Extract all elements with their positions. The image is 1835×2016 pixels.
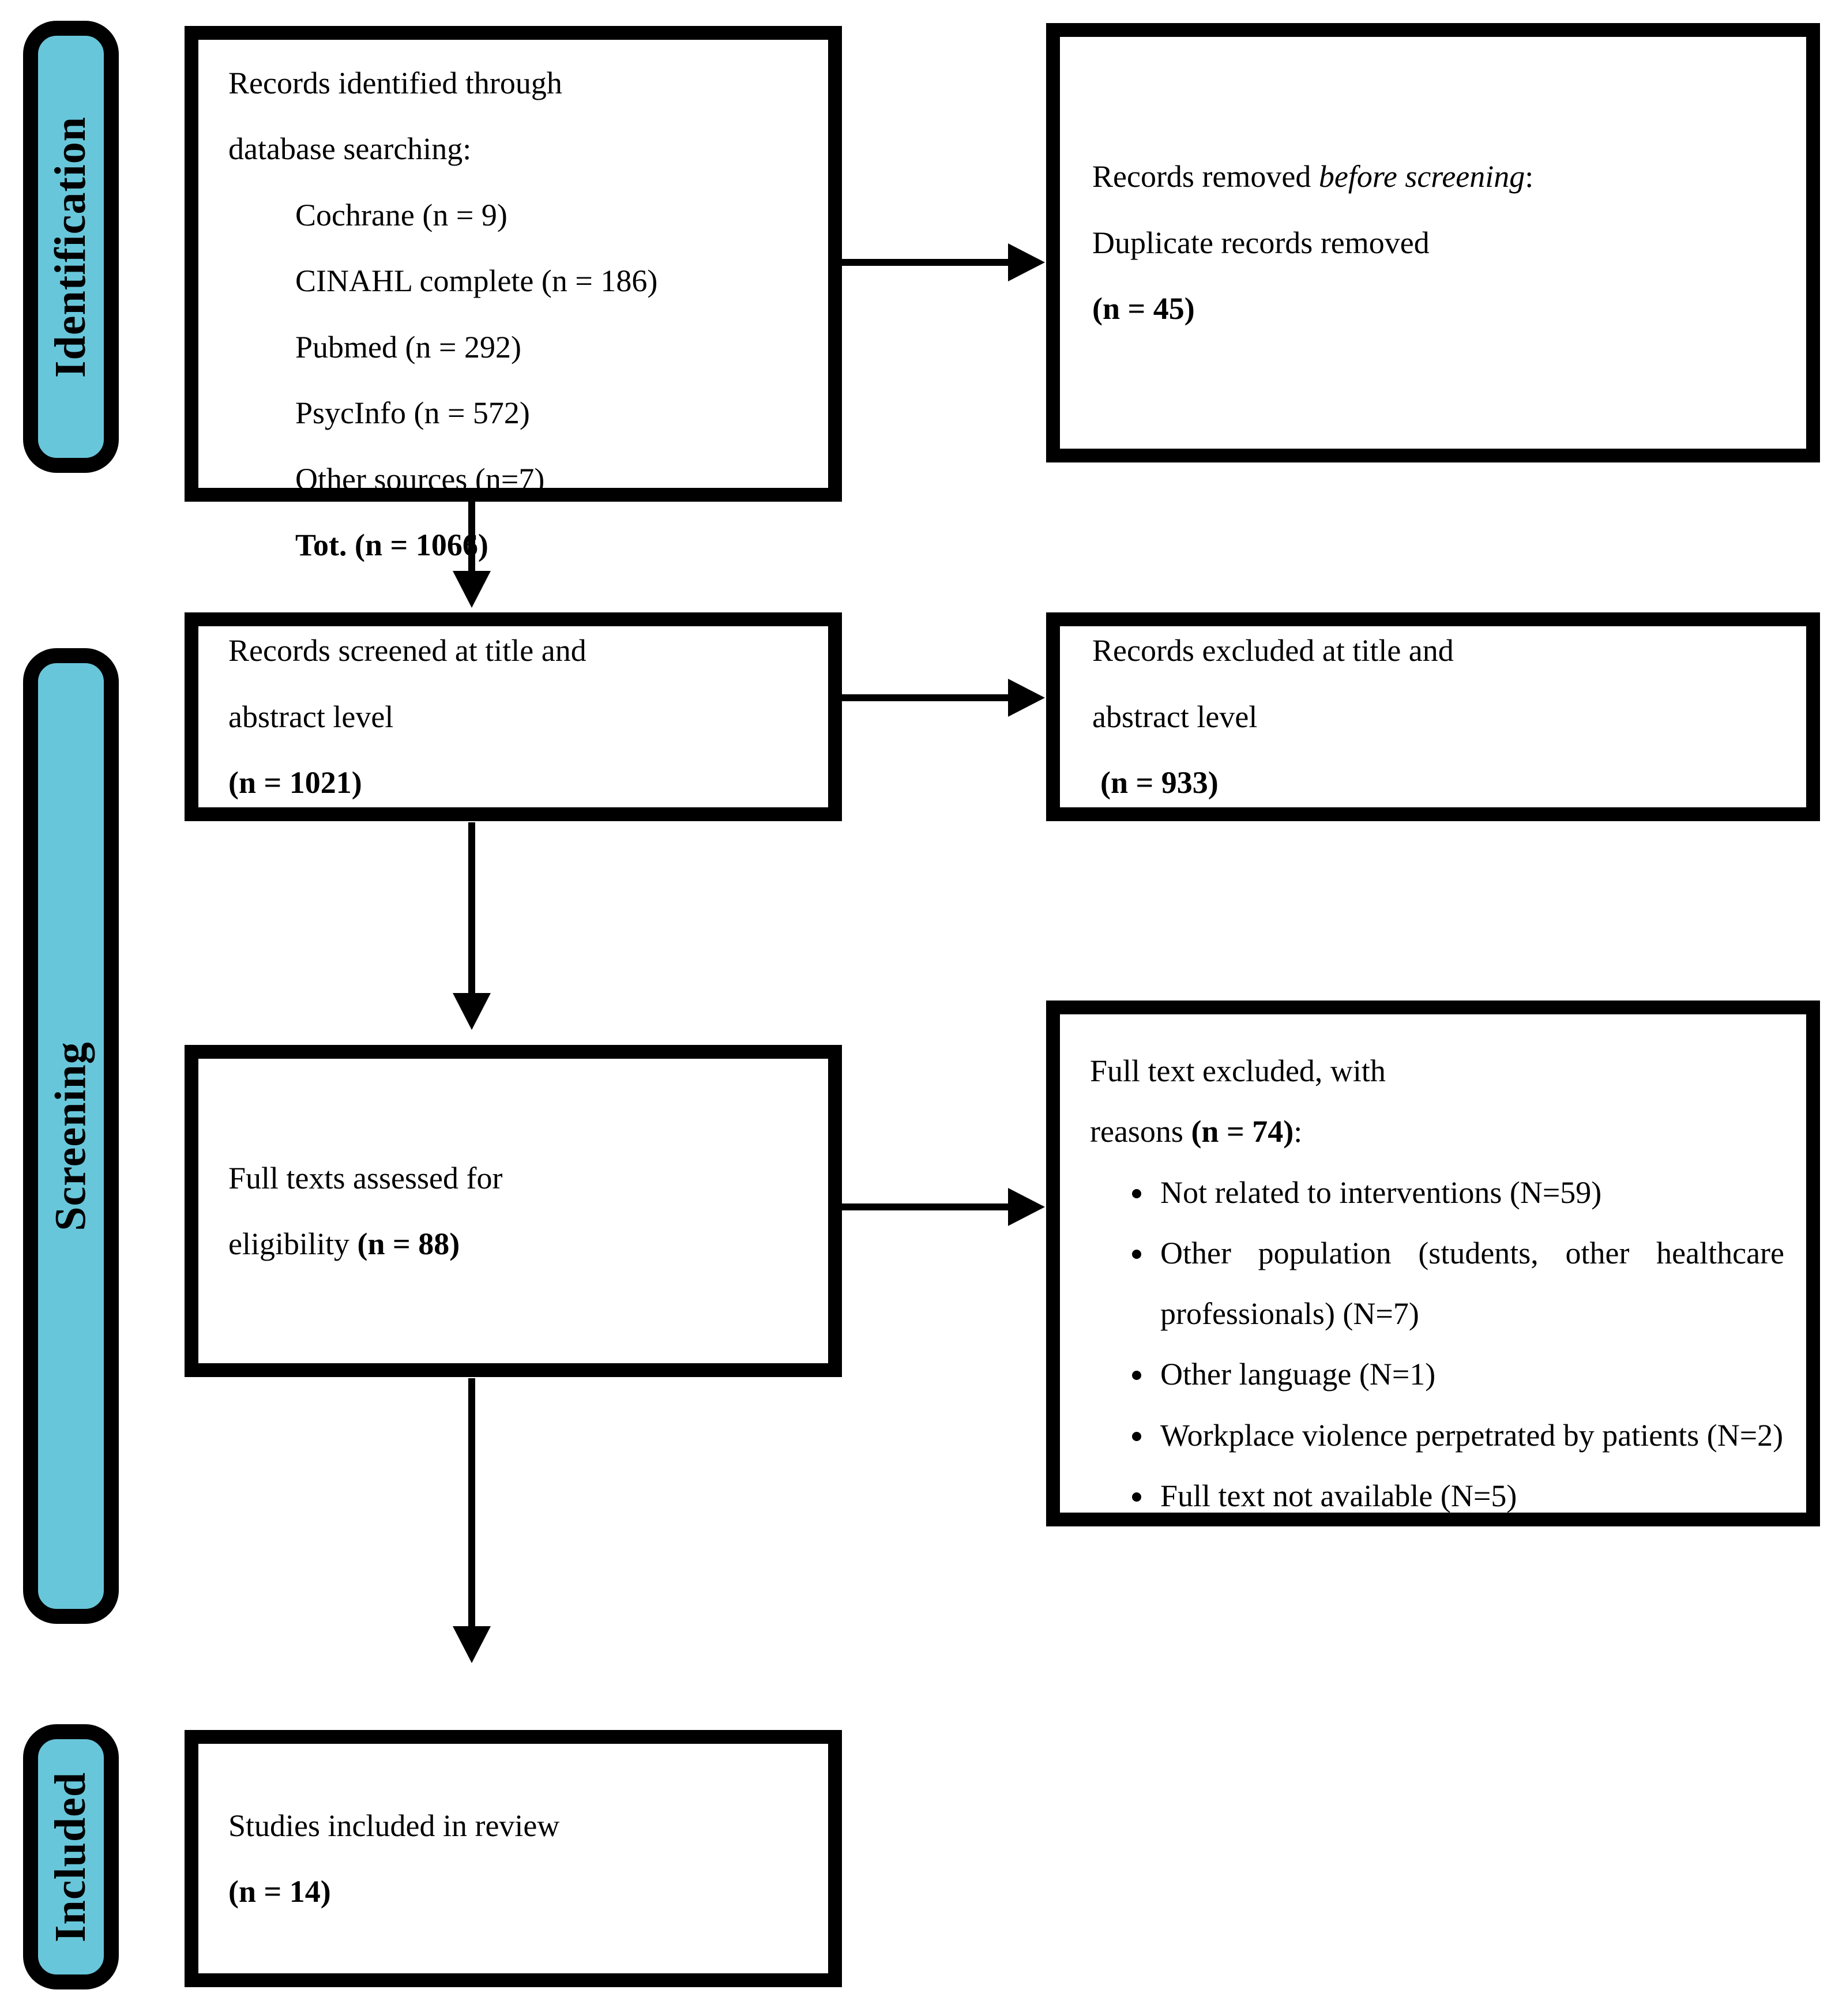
arrow-stem bbox=[842, 1203, 1008, 1210]
box-full-text-excluded: Full text excluded, with reasons (n = 74… bbox=[1046, 1001, 1820, 1526]
records-removed-line1: Records removed before screening: bbox=[1092, 144, 1783, 209]
stage-identification-label: Identification bbox=[46, 116, 95, 378]
records-excluded-count: (n = 933) bbox=[1100, 765, 1219, 800]
exclusion-reason-item: Other language (N=1) bbox=[1155, 1344, 1784, 1405]
full-texts-count: (n = 88) bbox=[357, 1227, 460, 1261]
source-psycinfo: PsycInfo (n = 572) bbox=[295, 396, 530, 431]
full-texts-line1: Full texts assessed for bbox=[228, 1160, 503, 1195]
stage-included: Included bbox=[23, 1724, 119, 1989]
full-texts-line2: eligibility (n = 88) bbox=[228, 1211, 811, 1277]
records-screened-count: (n = 1021) bbox=[228, 765, 362, 800]
arrow-stem bbox=[842, 259, 1008, 266]
box-records-excluded-title-abstract: Records excluded at title and abstract l… bbox=[1046, 612, 1820, 821]
box-records-removed: Records removed before screening: Duplic… bbox=[1046, 23, 1820, 462]
records-removed-line1-post: : bbox=[1525, 159, 1534, 194]
exclusion-reasons-list: Not related to interventions (N=59) Othe… bbox=[1090, 1163, 1784, 1527]
arrow-head bbox=[1008, 1188, 1045, 1226]
source-other: Other sources (n=7) bbox=[295, 461, 545, 497]
records-removed-line1-italic: before screening bbox=[1318, 159, 1525, 194]
full-text-excluded-line2-pre: reasons bbox=[1090, 1114, 1191, 1149]
exclusion-reason-item: Other population (students, other health… bbox=[1155, 1223, 1784, 1345]
records-excluded-line2: abstract level bbox=[1092, 699, 1258, 734]
stage-screening: Screening bbox=[23, 648, 119, 1624]
box-studies-included: Studies included in review (n = 14) bbox=[185, 1730, 842, 1987]
full-texts-line2-pre: eligibility bbox=[228, 1227, 358, 1261]
box-records-screened: Records screened at title and abstract l… bbox=[185, 612, 842, 821]
arrow-stem bbox=[468, 822, 475, 994]
records-identified-line1: Records identified through bbox=[228, 66, 562, 100]
full-text-excluded-count: (n = 74) bbox=[1191, 1114, 1294, 1149]
records-identified-total: Tot. (n = 1066) bbox=[295, 528, 488, 563]
stage-included-label: Included bbox=[46, 1771, 95, 1942]
studies-included-line1: Studies included in review bbox=[228, 1808, 560, 1843]
arrow-head bbox=[453, 993, 491, 1030]
records-removed-line2: Duplicate records removed bbox=[1092, 225, 1430, 260]
box-records-identified: Records identified through database sear… bbox=[185, 26, 842, 562]
exclusion-reason-item: Not related to interventions (N=59) bbox=[1155, 1163, 1784, 1223]
source-cochrane: Cochrane (n = 9) bbox=[295, 197, 507, 232]
exclusion-reason-item: Full text not available (N=5) bbox=[1155, 1466, 1784, 1526]
records-screened-line1: Records screened at title and bbox=[228, 633, 586, 668]
records-removed-count: (n = 45) bbox=[1092, 291, 1195, 326]
arrow-stem bbox=[842, 694, 1008, 701]
records-excluded-line1: Records excluded at title and bbox=[1092, 633, 1454, 668]
full-text-excluded-line2-post: : bbox=[1293, 1114, 1303, 1149]
arrow-head bbox=[1008, 679, 1045, 717]
arrow-head bbox=[453, 571, 491, 608]
source-cinahl: CINAHL complete (n = 186) bbox=[295, 264, 658, 299]
records-screened-line2: abstract level bbox=[228, 699, 394, 734]
arrow-head bbox=[1008, 243, 1045, 281]
arrow-stem bbox=[468, 502, 475, 572]
records-removed-line1-pre: Records removed bbox=[1092, 159, 1319, 194]
stage-screening-label: Screening bbox=[46, 1041, 95, 1231]
exclusion-reason-item: Workplace violence perpetrated by patien… bbox=[1155, 1405, 1784, 1466]
arrow-stem bbox=[468, 1378, 475, 1627]
records-identified-line2: database searching: bbox=[228, 131, 472, 167]
arrow-head bbox=[453, 1626, 491, 1663]
studies-included-count: (n = 14) bbox=[228, 1874, 331, 1909]
source-pubmed: Pubmed (n = 292) bbox=[295, 329, 521, 364]
box-full-texts-assessed: Full texts assessed for eligibility (n =… bbox=[185, 1045, 842, 1377]
full-text-excluded-line2: reasons (n = 74): bbox=[1090, 1101, 1784, 1162]
stage-identification: Identification bbox=[23, 21, 119, 473]
full-text-excluded-line1: Full text excluded, with bbox=[1090, 1054, 1386, 1088]
